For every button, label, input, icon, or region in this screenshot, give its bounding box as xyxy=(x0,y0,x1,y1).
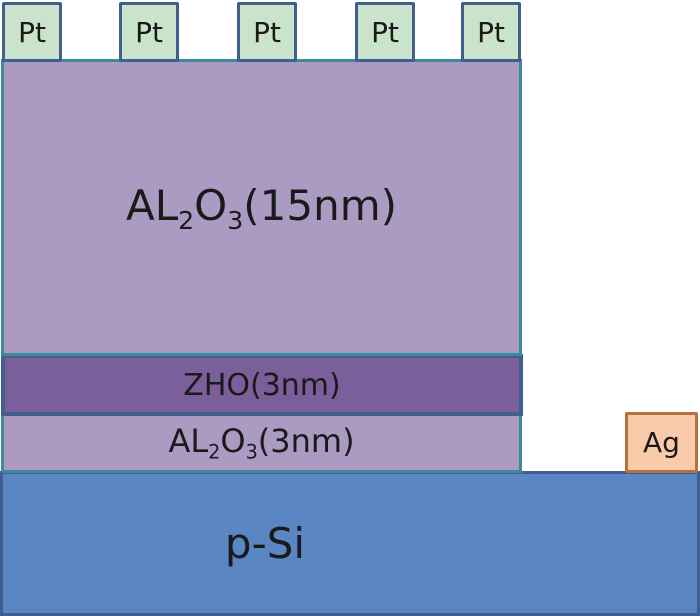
ag-label: Ag xyxy=(643,426,680,459)
pt-electrode: Pt xyxy=(119,2,179,62)
al2o3-3nm-label: AL2O3(3nm) xyxy=(168,422,355,464)
pt-label: Pt xyxy=(371,15,399,49)
pt-label: Pt xyxy=(253,15,281,49)
pt-label: Pt xyxy=(135,15,163,49)
ag-electrode: Ag xyxy=(625,412,698,473)
zho-label: ZHO(3nm) xyxy=(183,367,341,403)
al2o3-3nm-layer: AL2O3(3nm) xyxy=(1,413,522,473)
al2o3-15nm-label: AL2O3(15nm) xyxy=(125,180,397,235)
pt-electrode: Pt xyxy=(461,2,521,62)
al2o3-15nm-layer: AL2O3(15nm) xyxy=(1,59,522,356)
pt-electrode: Pt xyxy=(355,2,415,62)
pt-electrode: Pt xyxy=(237,2,297,62)
p-si-substrate: p-Si xyxy=(0,471,700,616)
pt-electrode: Pt xyxy=(2,2,62,62)
zho-layer: ZHO(3nm) xyxy=(1,354,523,416)
pt-label: Pt xyxy=(477,15,505,49)
p-si-label: p-Si xyxy=(224,519,306,568)
pt-label: Pt xyxy=(18,15,46,49)
